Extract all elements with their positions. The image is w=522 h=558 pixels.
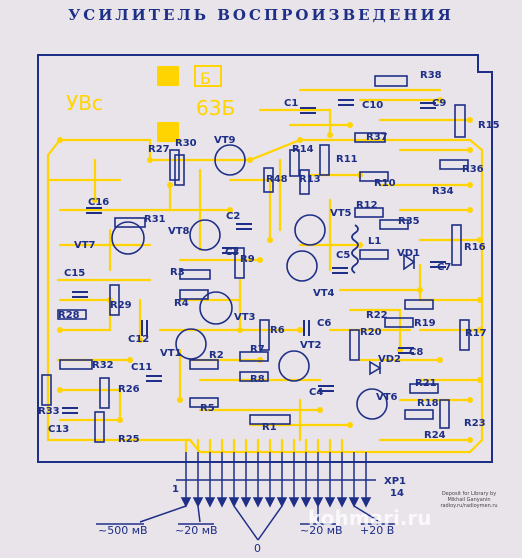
board-outline — [37, 54, 493, 463]
component-label: R38 — [420, 70, 442, 81]
component-label: C10 — [362, 100, 383, 111]
component-label: C12 — [128, 334, 149, 345]
component-label: R33 — [38, 406, 60, 417]
credit-line: Mikhail Ganyanin — [447, 497, 491, 503]
connector-last-pin: 14 — [390, 488, 404, 499]
component-label: R19 — [414, 318, 436, 329]
component-label: VT9 — [214, 135, 236, 146]
component-label: R12 — [356, 200, 378, 211]
component-label: R26 — [118, 384, 140, 395]
component-label: C8 — [409, 347, 423, 358]
component-label: VT2 — [300, 340, 322, 351]
signal-label-20mv-left: ~20 мВ — [175, 524, 218, 537]
component-label: R6 — [270, 325, 285, 336]
component-label: VT4 — [313, 288, 335, 299]
component-label: C5 — [336, 250, 350, 261]
component-label: R35 — [398, 216, 420, 227]
connector-first-pin: 1 — [172, 484, 179, 495]
credit-note: Deposit for Library by Mikhail Ganyanin … — [420, 491, 518, 509]
component-label: VT6 — [376, 392, 398, 403]
component-label: VD1 — [397, 248, 420, 259]
component-labels: R38 C9 C1 C10 R15 R37 R27 R30 VT9 R14 R1… — [38, 70, 500, 445]
component-label: C11 — [131, 362, 152, 373]
component-label: R28 — [58, 310, 80, 321]
connector-xp1 — [96, 452, 396, 541]
site-watermark: kohmari.ru — [308, 506, 432, 530]
component-label: R30 — [175, 138, 197, 149]
resistor-bodies — [41, 75, 470, 443]
component-label: R32 — [92, 360, 114, 371]
component-label: C16 — [88, 197, 109, 208]
component-label: C4 — [309, 387, 323, 398]
component-label: R1 — [262, 422, 277, 433]
component-label: R22 — [366, 310, 388, 321]
component-label: C6 — [317, 318, 331, 329]
component-label: R10 — [374, 178, 396, 189]
component-label: R8 — [250, 374, 265, 385]
signal-label-zero: 0 — [254, 542, 261, 555]
component-label: R34 — [432, 186, 454, 197]
component-label: VD2 — [378, 354, 401, 365]
marking-square-bottom — [157, 122, 179, 142]
component-label: L1 — [368, 236, 381, 247]
component-label: C2 — [226, 211, 240, 222]
component-label: VT7 — [74, 240, 96, 251]
component-label: C9 — [432, 98, 446, 109]
credit-line: Deposit for Library by — [441, 491, 497, 497]
component-label: VT3 — [234, 312, 256, 323]
component-label: R11 — [336, 154, 358, 165]
component-label: R21 — [415, 378, 437, 389]
component-label: C1 — [284, 98, 298, 109]
component-label: R17 — [465, 328, 487, 339]
marking-square-top — [157, 66, 179, 86]
component-label: R31 — [144, 214, 166, 225]
component-label: R15 — [478, 120, 500, 131]
diagram-title: УСИЛИТЕЛЬ ВОСПРОИЗВЕДЕНИЯ — [68, 6, 454, 24]
component-label: R24 — [424, 430, 446, 441]
component-label: R29 — [110, 300, 132, 311]
connector-name: XP1 — [384, 476, 406, 487]
component-label: R25 — [118, 434, 140, 445]
component-label: R27 — [148, 144, 170, 155]
component-label: R37 — [366, 132, 388, 143]
component-label: R9 — [240, 254, 255, 265]
component-label: VT5 — [330, 208, 352, 219]
component-label: R16 — [464, 242, 486, 253]
board-mark-uvs: УВс — [66, 91, 103, 115]
component-label: R2 — [209, 350, 224, 361]
component-label: R4 — [174, 298, 189, 309]
component-label: C3 — [225, 247, 239, 258]
signal-label-20mv-right: ~20 мВ — [300, 524, 343, 537]
component-label: C15 — [64, 268, 85, 279]
component-label: C13 — [48, 424, 69, 435]
component-label: R13 — [299, 174, 321, 185]
component-label: VT8 — [168, 226, 190, 237]
transistor-bodies — [111, 144, 388, 420]
component-label: R14 — [292, 144, 314, 155]
signal-label-500mv: ~500 мВ — [98, 524, 148, 537]
component-label: R7 — [250, 344, 265, 355]
component-label: R23 — [464, 418, 486, 429]
marking-box-b — [194, 65, 222, 87]
solder-pads — [57, 97, 483, 443]
pcb-traces — [46, 88, 484, 454]
component-label: R18 — [417, 398, 439, 409]
component-label: R48 — [266, 174, 288, 185]
inductor-l1 — [351, 224, 359, 274]
capacitor-bodies — [62, 99, 446, 414]
component-label: VT1 — [160, 348, 182, 359]
component-label: R5 — [200, 403, 215, 414]
diode-vd2 — [369, 360, 382, 376]
board-mark-b: Б — [200, 69, 211, 88]
component-label: R20 — [360, 327, 382, 338]
board-mark-code: 63Б — [196, 96, 235, 120]
diode-vd1 — [403, 253, 416, 271]
component-label: R36 — [462, 164, 484, 175]
component-label: C7 — [437, 262, 451, 273]
component-label: R3 — [170, 267, 185, 278]
credit-line: radioy.ru/radioymen.ru — [440, 503, 498, 509]
signal-label-plus20v: +20 В — [360, 524, 394, 537]
